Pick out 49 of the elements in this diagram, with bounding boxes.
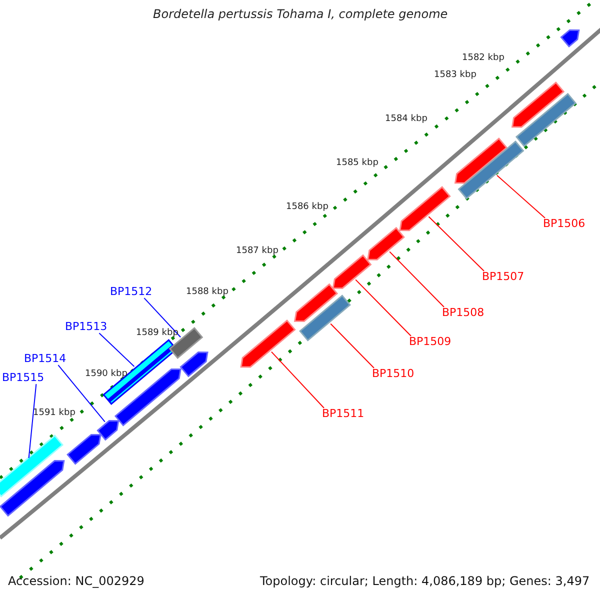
gene-label: BP1512	[110, 286, 152, 298]
leader-line	[270, 351, 324, 408]
gene-segment	[180, 352, 208, 378]
gene-segment	[240, 319, 296, 368]
genome-summary-text: Topology: circular; Length: 4,086,189 bp; Genes: 3,497	[260, 574, 590, 588]
leader-line	[428, 216, 484, 272]
scale-label: 1583 kbp	[434, 71, 476, 81]
gene-label: BP1513	[65, 321, 108, 334]
gene-segment	[332, 254, 372, 289]
gene-segment	[96, 420, 120, 441]
accession-text: Accession: NC_002929	[8, 574, 144, 588]
scale-label: 1591 kbp	[33, 409, 76, 419]
leader-line	[355, 279, 412, 336]
scale-label: 1589 kbp	[136, 329, 178, 339]
gene-segment	[560, 29, 580, 48]
gene-segment	[294, 283, 338, 322]
gene-block	[515, 92, 577, 148]
scale-label: 1590 kbp	[85, 370, 128, 380]
leader-line	[496, 174, 546, 218]
title: Bordetella pertussis Tohama I, complete genome	[153, 8, 448, 21]
gene-segment	[0, 460, 65, 517]
gene-label: BP1507	[482, 271, 524, 284]
leader-line	[330, 323, 374, 368]
scale-label: 1587 kbp	[236, 247, 278, 257]
gene-segment	[454, 137, 508, 184]
gene-segment	[367, 226, 405, 260]
scale-label: 1582 kbp	[462, 54, 504, 64]
gene-label: BP1506	[543, 218, 586, 230]
leader-line	[58, 364, 106, 422]
gene-segment	[511, 81, 565, 128]
gene-segment	[399, 186, 451, 232]
gene-block	[0, 434, 64, 498]
gene-label: BP1509	[409, 336, 452, 348]
scale-label: 1585 kbp	[336, 159, 378, 169]
leader-line	[98, 332, 135, 367]
scale-label: 1586 kbp	[286, 203, 328, 213]
gene-segment	[66, 434, 102, 465]
gene-block	[458, 140, 524, 200]
scale-label: 1588 kbp	[186, 288, 228, 298]
gene-label: BP1515	[2, 372, 44, 384]
gene-label: BP1508	[442, 307, 484, 320]
gene-label: BP1510	[372, 368, 414, 380]
leader-line	[144, 298, 182, 338]
gene-block	[299, 294, 351, 342]
scale-label: 1584 kbp	[385, 115, 428, 125]
leader-line	[389, 251, 444, 308]
gene-label: BP1511	[322, 408, 364, 420]
leader-line	[28, 384, 37, 459]
gene-label: BP1514	[24, 353, 66, 366]
